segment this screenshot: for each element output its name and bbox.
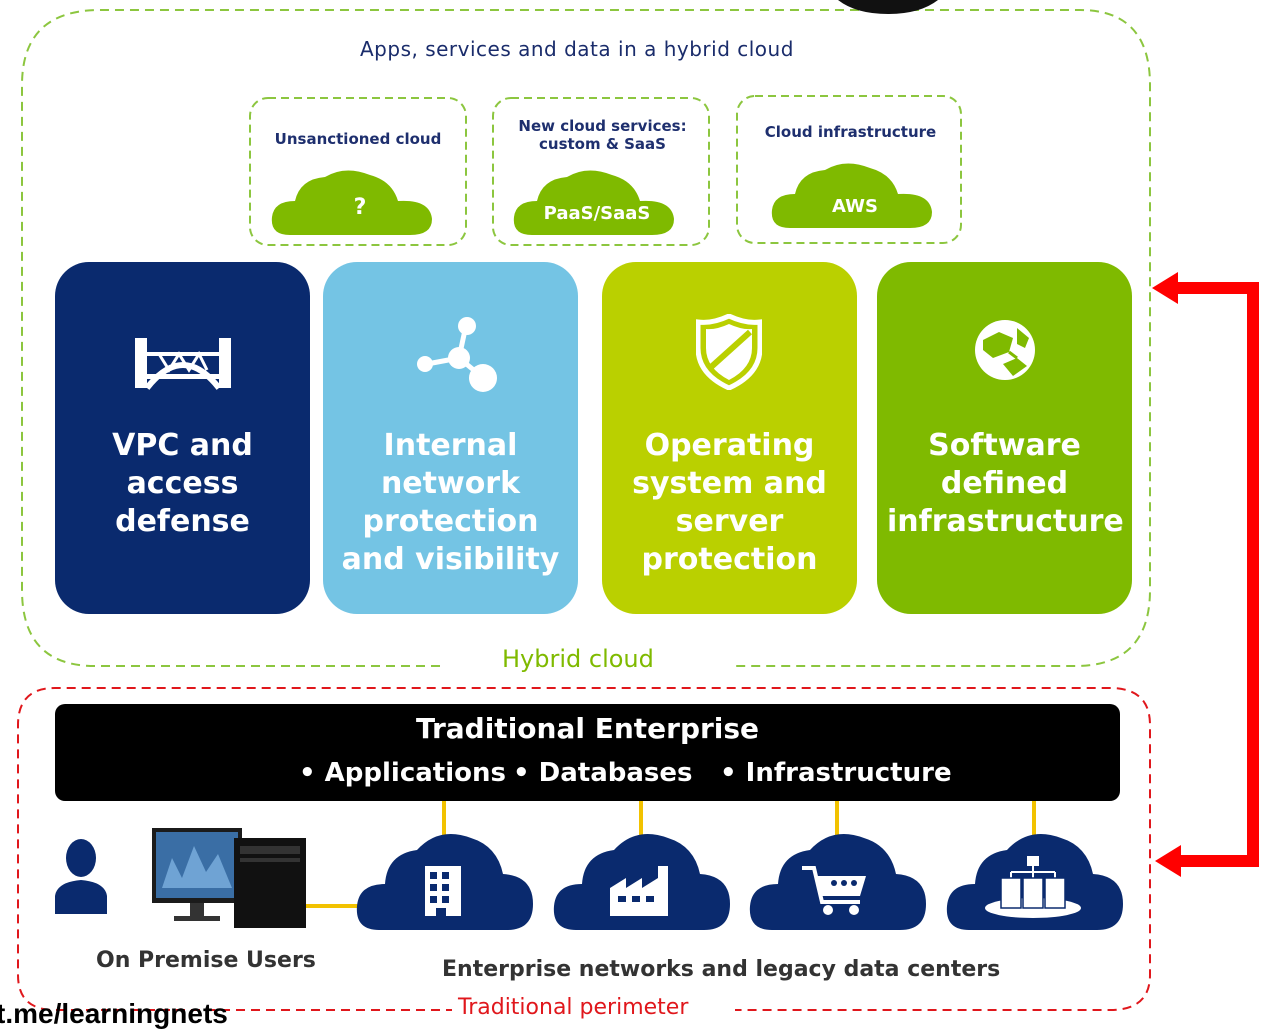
watermark-text: t.me/learningnets xyxy=(0,998,228,1029)
cloud-infrastructure-heading: Cloud infrastructure xyxy=(764,123,937,141)
traditional-enterprise-title: Traditional Enterprise xyxy=(415,712,760,745)
cloud-office-building xyxy=(356,834,533,930)
unsanctioned-cloud-box xyxy=(249,97,467,246)
shield-icon xyxy=(696,314,762,390)
tile-software-defined-label: Software defined infrastructure xyxy=(887,428,1124,539)
office-building-icon xyxy=(425,866,461,916)
unsanctioned-cloud-text: ? xyxy=(353,195,367,220)
enterprise-networks-label: Enterprise networks and legacy data cent… xyxy=(442,957,1001,982)
hybrid-cloud-title: Apps, services and data in a hybrid clou… xyxy=(360,37,794,61)
paas-saas-cloud-icon xyxy=(513,170,674,235)
server-rack-icon xyxy=(985,856,1081,918)
tile-internal-network-label: Internal network protection and visibili… xyxy=(341,428,560,577)
aws-cloud-text: AWS xyxy=(832,196,878,217)
tile-vpc-label: VPC and access defense xyxy=(112,428,253,539)
new-cloud-services-heading: New cloud services: custom & SaaS xyxy=(518,117,687,153)
tile-os-server-protection: Operating system and server protection xyxy=(602,262,857,614)
desktop-computer-icon xyxy=(152,828,306,928)
paas-saas-cloud-text: PaaS/SaaS xyxy=(543,203,651,224)
hybrid-cloud-label: Hybrid cloud xyxy=(496,645,660,673)
red-double-arrow xyxy=(1152,272,1259,877)
shopping-cart-icon xyxy=(802,866,866,915)
tile-internal-network: Internal network protection and visibili… xyxy=(323,262,578,614)
bullet-applications: • Applications xyxy=(299,758,506,788)
bullet-databases: • Databases xyxy=(513,758,693,788)
factory-icon xyxy=(610,866,668,916)
user-icon xyxy=(55,839,107,914)
cloud-data-center xyxy=(946,834,1123,930)
traditional-perimeter-border xyxy=(17,687,1151,1011)
traditional-enterprise-bar: Traditional Enterprise • Applications • … xyxy=(55,704,1120,801)
top-edge-shape xyxy=(838,0,938,14)
globe-network-icon xyxy=(975,320,1035,380)
tile-software-defined-infrastructure: Software defined infrastructure xyxy=(877,262,1132,614)
unsanctioned-cloud-icon xyxy=(271,170,432,235)
cloud-factory xyxy=(553,834,730,930)
unsanctioned-cloud-heading: Unsanctioned cloud xyxy=(274,130,442,148)
cloud-infrastructure-box xyxy=(736,95,962,244)
new-cloud-services-box xyxy=(492,97,710,246)
cloud-shopping xyxy=(749,834,926,930)
traditional-perimeter-label: Traditional perimeter xyxy=(452,995,695,1020)
hybrid-cloud-border xyxy=(21,9,1151,667)
bullet-infrastructure: • Infrastructure xyxy=(720,758,952,788)
bridge-icon xyxy=(135,338,231,390)
aws-cloud-icon xyxy=(771,163,932,228)
tile-vpc-access-defense: VPC and access defense xyxy=(55,262,310,614)
yellow-connectors xyxy=(305,800,1036,908)
network-nodes-icon xyxy=(417,317,497,392)
on-premise-users-label: On Premise Users xyxy=(96,948,316,973)
tile-os-server-label: Operating system and server protection xyxy=(632,428,827,577)
